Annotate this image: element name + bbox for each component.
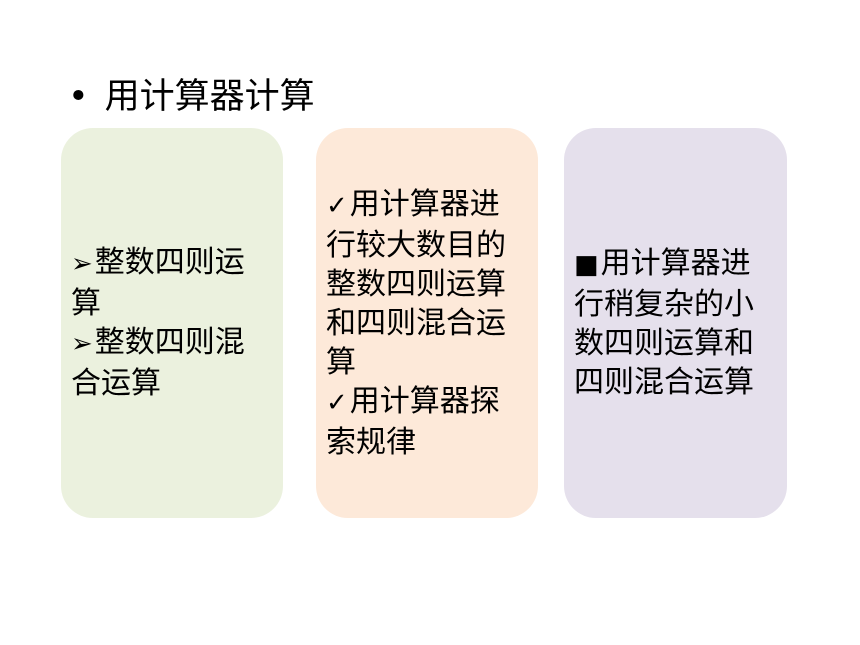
card-large-numbers: ✓用计算器进行较大数目的整数四则运算和四则混合运算 ✓用计算器探索规律 (316, 128, 538, 518)
card-item: ■用计算器进行稍复杂的小数四则运算和四则混合运算 (574, 244, 777, 402)
card-item-text: 用计算器进行较大数目的整数四则运算和四则混合运算 (326, 186, 506, 380)
card-item-text: 用计算器探索规律 (326, 383, 500, 460)
card-item-text: 整数四则运算 (71, 245, 245, 321)
card-item-text: 用计算器进行稍复杂的小数四则运算和四则混合运算 (574, 246, 754, 400)
arrow-bullet-icon: ➢ (71, 249, 93, 279)
square-bullet-icon: ■ (574, 250, 599, 280)
title-text: 用计算器计算 (104, 77, 315, 117)
card-decimal-operations: ■用计算器进行稍复杂的小数四则运算和四则混合运算 (564, 128, 787, 518)
card-integer-operations: ➢整数四则运算 ➢整数四则混合运算 (61, 128, 283, 518)
slide-title: • 用计算器计算 (68, 74, 315, 120)
card-item-text: 整数四则混合运算 (71, 325, 245, 401)
check-bullet-icon: ✓ (326, 190, 348, 221)
bullet-icon: • (68, 77, 89, 117)
arrow-bullet-icon: ➢ (71, 329, 93, 359)
card-item: ✓用计算器进行较大数目的整数四则运算和四则混合运算 (326, 185, 528, 382)
check-bullet-icon: ✓ (326, 387, 348, 418)
card-item: ➢整数四则混合运算 (71, 323, 273, 403)
card-item: ✓用计算器探索规律 (326, 382, 528, 462)
card-item: ➢整数四则运算 (71, 243, 273, 323)
